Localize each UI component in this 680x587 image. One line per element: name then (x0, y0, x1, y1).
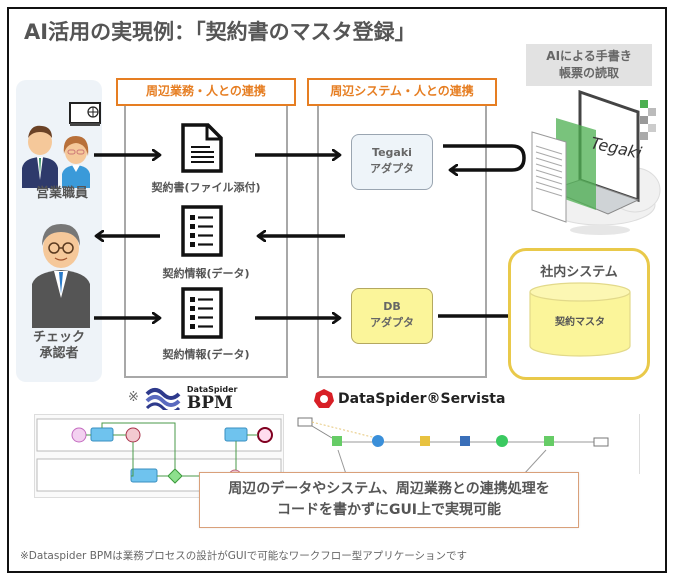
callout-line2: コードを書かずにGUI上で実現可能 (276, 502, 502, 518)
bpm-start-node (71, 427, 87, 443)
db-adapter-box: DB アダプタ (351, 288, 433, 344)
ai-label-line2: 帳票の読取 (558, 66, 619, 80)
servista-node (420, 436, 430, 446)
dataspider-bpm-logo: ※ DataSpider BPM (128, 384, 238, 413)
paper-form-icon (531, 131, 567, 223)
tegaki-ai-graphic: Tegaki (531, 90, 661, 235)
bpm-logo-big-text: BPM (186, 393, 233, 413)
servista-node (372, 435, 384, 447)
bpm-logo-small-text: DataSpider (186, 385, 238, 394)
bpm-gateway-node (167, 468, 183, 484)
man-avatar (22, 125, 58, 188)
tegaki-adapter-box: Tegaki アダプタ (351, 134, 433, 190)
servista-node (460, 436, 470, 446)
bpm-task-node (90, 427, 114, 442)
footnote-marker: ※ (128, 390, 139, 405)
approver-label-line1: チェック (32, 330, 85, 345)
servista-logo-text: DataSpider®Servista (338, 391, 506, 407)
callout-line1: 周辺のデータやシステム、周辺業務との連携処理を (228, 481, 550, 497)
approver-label-line2: 承認者 (39, 346, 79, 361)
column-header-business: 周辺業務・人との連携 (116, 78, 296, 106)
pixel-pattern-icon (640, 100, 656, 140)
internal-system-title: 社内システム (540, 265, 618, 280)
footnote-text: ※Dataspider BPMは業務プロセスの設計がGUIで可能なワークフロー型… (20, 550, 468, 562)
bpm-end-node (257, 427, 273, 443)
bpm-wave-icon (145, 387, 181, 410)
sales-staff-label: 営業職員 (35, 186, 88, 201)
document-icon (181, 123, 223, 173)
contract-master-label: 契約マスタ (555, 317, 605, 328)
bpm-task-node (130, 468, 158, 483)
doc-label-contract-file: 契約書(ファイル添付) (151, 181, 261, 194)
list-document-icon (181, 205, 223, 257)
doc-label-contract-data-2: 契約情報(データ) (162, 348, 250, 361)
dataspider-servista-logo: DataSpider®Servista (313, 388, 505, 410)
gui-integration-callout: 周辺のデータやシステム、周辺業務との連携処理を コードを書かずにGUI上で実現可… (199, 472, 579, 528)
servista-flow-diagram (297, 417, 609, 475)
doc-label-contract-data-1: 契約情報(データ) (162, 267, 250, 280)
column-header-system: 周辺システム・人との連携 (307, 78, 497, 106)
sales-staff-illustration (22, 102, 101, 188)
servista-end-node (593, 437, 609, 447)
tegaki-adapter-line2: アダプタ (370, 162, 414, 175)
ai-handwriting-label: AIによる手書き 帳票の読取 (526, 44, 652, 86)
servista-start-node (297, 417, 313, 427)
page-title: AI活用の実現例：「契約書のマスタ登録」 (24, 20, 416, 44)
bpm-event-node (125, 427, 141, 443)
bpm-task-node (224, 427, 248, 442)
db-adapter-line2: アダプタ (370, 316, 414, 329)
servista-node (496, 435, 508, 447)
servista-node (332, 436, 342, 446)
servista-emblem-icon (314, 389, 334, 408)
list-document-icon (181, 287, 223, 339)
servista-node (544, 436, 554, 446)
approver-label: チェック 承認者 (16, 330, 102, 362)
approver-avatar (32, 224, 90, 328)
servista-flow-screenshot (296, 414, 640, 475)
ai-label-line1: AIによる手書き (546, 49, 632, 63)
database-cylinder-icon (529, 282, 631, 357)
computer-monitor-icon (69, 102, 101, 126)
tegaki-adapter-line1: Tegaki (372, 146, 412, 159)
db-adapter-line1: DB (383, 300, 401, 313)
woman-avatar (62, 136, 90, 188)
approver-illustration (32, 224, 90, 328)
